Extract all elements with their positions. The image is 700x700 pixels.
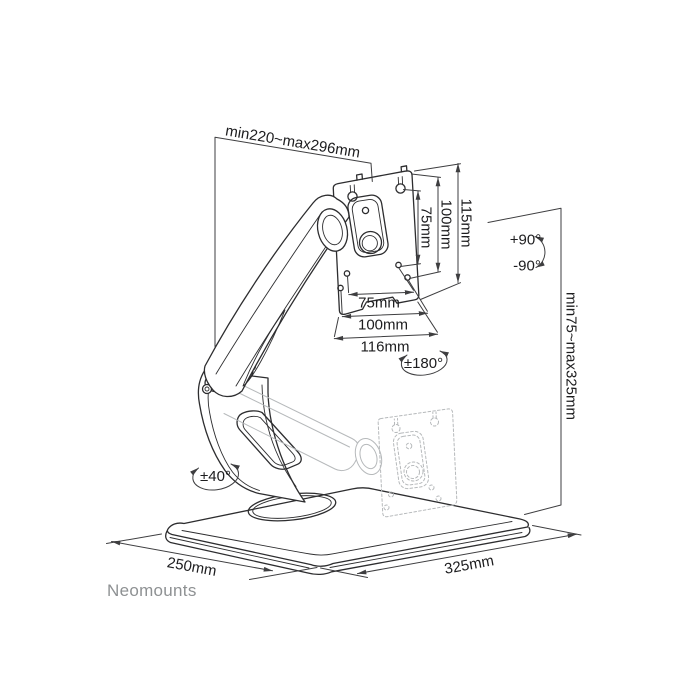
dim-label-vesa-v75: 75mm [418,207,435,249]
dim-label-vesa-v100: 100mm [438,199,455,249]
quick-release-bracket [347,194,389,258]
dim-line-base-depth [111,540,273,572]
dim-label-base-width: 325mm [443,552,495,578]
dim-label-vesa-h116: 116mm [361,339,410,356]
dim-label-arm-reach: min220~max296mm [224,122,361,161]
ghost-pivot [354,437,383,476]
dim-label-vesa-v115: 115mm [458,199,475,248]
keyhole-slot-left [347,191,358,202]
dim-label-vesa-h75: 75mm [358,295,400,312]
dim-line-height-range [487,207,562,515]
dim-label-vesa-h100: 100mm [358,317,408,334]
dim-label-tilt-up: +90° [510,232,541,249]
arm-seam [242,309,286,387]
cable-slot [236,410,302,470]
gas-spring-arm [203,194,350,398]
swivel-arc [398,350,450,376]
dim-line-base-width [357,533,577,575]
dim-line-vesa-h116 [333,332,439,341]
tilt-arc [534,236,546,268]
dim-line-vesa-h75 [348,290,415,297]
brand-logo: Neomounts [107,581,197,600]
dim-label-height-range: min75~max325mm [563,292,580,420]
dimension-annotations [106,136,582,580]
ghost-vesa-plate [377,408,458,518]
dim-line-vesa-h100 [341,311,429,319]
elbow-pivot [316,208,349,252]
base-rotation-arc [190,463,240,491]
dim-line-arm-reach [214,136,373,347]
dim-label-tilt-down: -90° [513,258,541,275]
ghost-lowered-position [223,378,458,518]
keyhole-slot-right [395,183,406,194]
dim-label-base-depth: 250mm [166,554,218,580]
dim-label-swivel: ±180° [404,355,443,372]
release-knob [358,230,383,255]
vesa-plate [332,165,420,316]
dim-label-base-rotation: ±40° [200,468,231,485]
